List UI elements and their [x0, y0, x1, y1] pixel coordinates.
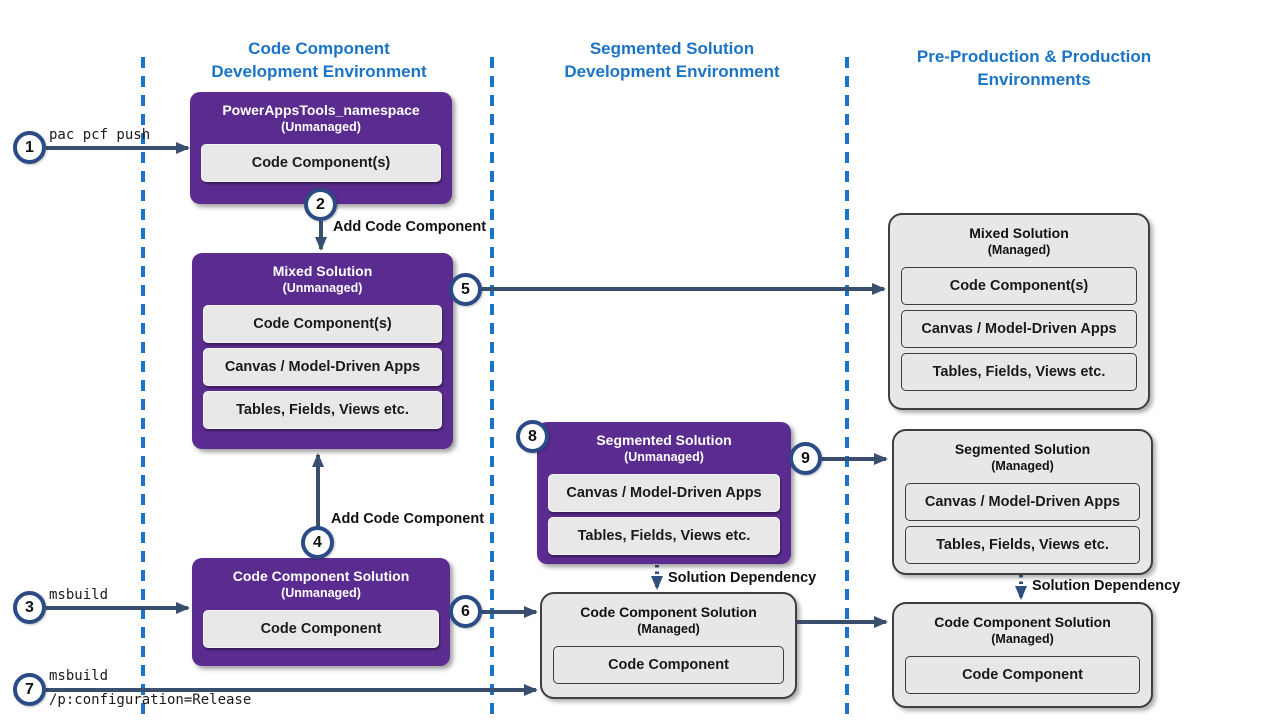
box-subtitle: (Unmanaged)	[624, 450, 704, 464]
solution-item: Tables, Fields, Views etc.	[203, 391, 442, 429]
solution-item: Canvas / Model-Driven Apps	[203, 348, 442, 386]
step-circle-9: 9	[789, 442, 822, 475]
box-title: Code Component Solution	[232, 568, 410, 584]
box-subtitle: (Unmanaged)	[281, 120, 361, 134]
step-circle-1: 1	[13, 131, 46, 164]
label-msbuild-release-line2: /p:configuration=Release	[49, 692, 252, 708]
step-circle-3: 3	[13, 591, 46, 624]
box-segmented-solution-unmanaged: Segmented Solution (Unmanaged) Canvas / …	[537, 422, 791, 564]
header-line: Development Environment	[211, 62, 427, 81]
solution-item: Canvas / Model-Driven Apps	[548, 474, 780, 512]
label-solution-dependency-mid: Solution Dependency	[668, 570, 817, 586]
box-subtitle: (Unmanaged)	[281, 586, 361, 600]
box-title: Mixed Solution	[272, 263, 373, 279]
header-segmented-solution-dev-environment: Segmented Solution Development Environme…	[512, 37, 832, 83]
step-circle-5: 5	[449, 273, 482, 306]
solution-item: Tables, Fields, Views etc.	[901, 353, 1137, 391]
box-mixed-solution-unmanaged: Mixed Solution (Unmanaged) Code Componen…	[192, 253, 453, 449]
label-msbuild-release-line1: msbuild	[49, 668, 109, 684]
box-subtitle: (Managed)	[991, 632, 1054, 646]
label-msbuild: msbuild	[49, 587, 109, 603]
solution-item: Code Component	[203, 610, 439, 648]
label-solution-dependency-right: Solution Dependency	[1032, 578, 1181, 594]
header-line: Segmented Solution	[589, 39, 755, 58]
solution-item: Code Component	[905, 656, 1140, 694]
header-line: Development Environment	[564, 62, 780, 81]
box-subtitle: (Unmanaged)	[282, 281, 363, 295]
solution-item: Code Component	[553, 646, 784, 684]
header-code-component-dev-environment: Code Component Development Environment	[158, 37, 480, 83]
solution-item: Tables, Fields, Views etc.	[905, 526, 1140, 564]
header-preprod-production-environments: Pre-Production & Production Environments	[872, 45, 1196, 91]
solution-item: Canvas / Model-Driven Apps	[901, 310, 1137, 348]
box-title: Segmented Solution	[954, 441, 1091, 457]
box-title: PowerAppsTools_namespace	[222, 102, 420, 118]
box-subtitle: (Managed)	[637, 622, 700, 636]
box-code-component-solution-managed-dev: Code Component Solution (Managed) Code C…	[540, 592, 797, 699]
solution-item: Code Component(s)	[901, 267, 1137, 305]
box-subtitle: (Managed)	[991, 459, 1054, 473]
box-segmented-solution-managed: Segmented Solution (Managed) Canvas / Mo…	[892, 429, 1153, 575]
step-circle-8: 8	[516, 420, 549, 453]
solution-item: Canvas / Model-Driven Apps	[905, 483, 1140, 521]
box-mixed-solution-managed: Mixed Solution (Managed) Code Component(…	[888, 213, 1150, 410]
step-circle-7: 7	[13, 673, 46, 706]
box-code-component-solution-managed-prod: Code Component Solution (Managed) Code C…	[892, 602, 1153, 708]
label-add-code-component-bottom: Add Code Component	[331, 511, 485, 527]
box-title: Segmented Solution	[596, 432, 732, 448]
step-circle-4: 4	[301, 526, 334, 559]
box-title: Mixed Solution	[969, 225, 1069, 241]
box-powerappstools-namespace-unmanaged: PowerAppsTools_namespace (Unmanaged) Cod…	[190, 92, 452, 204]
box-subtitle: (Managed)	[987, 243, 1051, 257]
box-title: Code Component Solution	[934, 614, 1111, 630]
header-line: Pre-Production & Production	[916, 47, 1152, 66]
step-circle-2: 2	[304, 188, 337, 221]
box-title: Code Component Solution	[580, 604, 757, 620]
label-add-code-component-top: Add Code Component	[333, 219, 487, 235]
solution-item: Code Component(s)	[201, 144, 441, 182]
solution-item: Code Component(s)	[203, 305, 442, 343]
label-pac-pcf-push: pac pcf push	[49, 127, 151, 143]
solution-item: Tables, Fields, Views etc.	[548, 517, 780, 555]
header-line: Code Component	[248, 39, 390, 58]
header-line: Environments	[977, 70, 1091, 89]
box-code-component-solution-unmanaged: Code Component Solution (Unmanaged) Code…	[192, 558, 450, 666]
step-circle-6: 6	[449, 595, 482, 628]
